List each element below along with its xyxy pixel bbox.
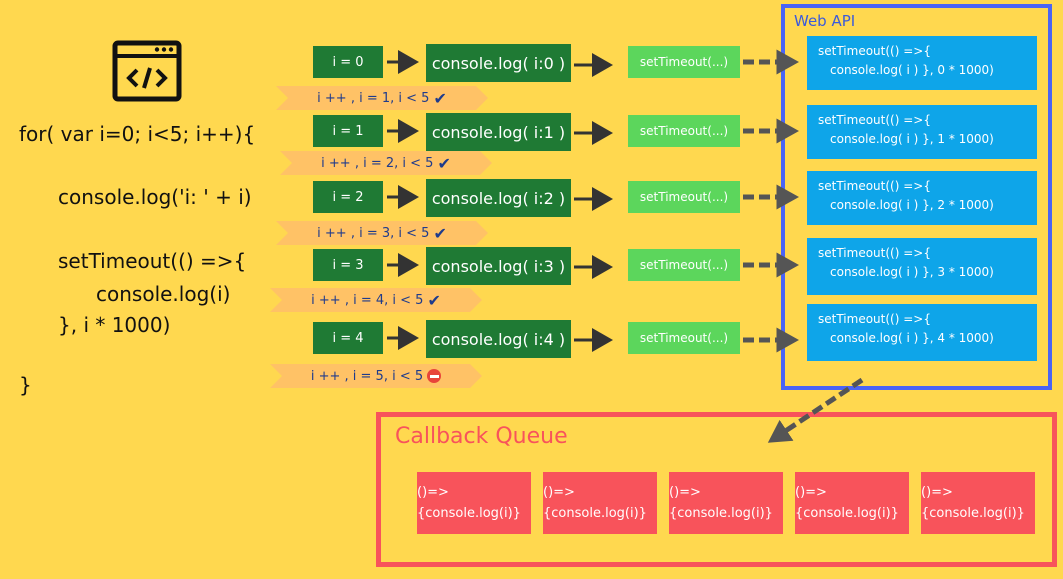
increment-ribbon: i ++ , i = 3, i < 5✔ — [276, 221, 488, 245]
callback-line-2: {console.log(i)} — [669, 506, 773, 521]
callback-line-1: ()=> — [795, 485, 827, 500]
console-log-box: console.log( i:3 ) — [426, 247, 571, 285]
iteration-box: i = 3 — [313, 249, 383, 281]
web-api-timer-box: setTimeout(() =>{ console.log( i ) }, 4 … — [807, 304, 1037, 361]
callback-line-2: {console.log(i)} — [921, 506, 1025, 521]
console-log-box: console.log( i:2 ) — [426, 179, 571, 217]
callback-line-2: {console.log(i)} — [543, 506, 647, 521]
callback-item: ()=> {console.log(i)} — [795, 472, 909, 534]
callback-item: ()=> {console.log(i)} — [669, 472, 783, 534]
web-api-timer-box: setTimeout(() =>{ console.log( i ) }, 0 … — [807, 36, 1037, 90]
web-api-title: Web API — [794, 12, 856, 30]
stop-icon — [427, 369, 442, 383]
increment-ribbon: i ++ , i = 1, i < 5✔ — [276, 86, 488, 110]
web-api-timer-box: setTimeout(() =>{ console.log( i ) }, 1 … — [807, 105, 1037, 159]
callback-line-1: ()=> — [921, 485, 953, 500]
callback-queue-panel — [376, 412, 1057, 567]
iteration-box: i = 0 — [313, 46, 383, 78]
increment-label: i ++ , i = 2, i < 5 — [321, 155, 434, 171]
increment-ribbon: i ++ , i = 2, i < 5✔ — [280, 151, 492, 175]
iteration-box: i = 1 — [313, 115, 383, 147]
settimeout-box: setTimeout(...) — [628, 249, 740, 281]
timer-line-2: console.log( i ) }, 3 * 1000) — [830, 265, 994, 279]
timer-line-2: console.log( i ) }, 0 * 1000) — [830, 63, 994, 77]
callback-item: ()=> {console.log(i)} — [417, 472, 531, 534]
timer-line-2: console.log( i ) }, 4 * 1000) — [830, 331, 994, 345]
console-log-box: console.log( i:4 ) — [426, 320, 571, 358]
check-icon: ✔ — [433, 88, 447, 108]
timer-line-1: setTimeout(() =>{ — [818, 246, 931, 260]
code-window-icon — [112, 40, 182, 102]
web-api-timer-box: setTimeout(() =>{ console.log( i ) }, 2 … — [807, 171, 1037, 225]
code-console-line: console.log('i: ' + i) — [58, 185, 252, 209]
callback-item: ()=> {console.log(i)} — [543, 472, 657, 534]
timer-line-1: setTimeout(() =>{ — [818, 44, 931, 58]
callback-line-1: ()=> — [669, 485, 701, 500]
settimeout-box: setTimeout(...) — [628, 181, 740, 213]
iteration-box: i = 4 — [313, 322, 383, 354]
callback-queue-title: Callback Queue — [395, 424, 568, 449]
settimeout-box: setTimeout(...) — [628, 46, 740, 78]
settimeout-box: setTimeout(...) — [628, 322, 740, 354]
increment-label: i ++ , i = 5, i < 5 — [310, 368, 424, 384]
settimeout-box: setTimeout(...) — [628, 115, 740, 147]
increment-ribbon: i ++ , i = 4, i < 5✔ — [270, 288, 482, 312]
iteration-box: i = 2 — [313, 181, 383, 213]
timer-line-2: console.log( i ) }, 2 * 1000) — [830, 198, 994, 212]
check-icon: ✔ — [433, 223, 447, 243]
callback-line-1: ()=> — [417, 485, 449, 500]
callback-line-2: {console.log(i)} — [795, 506, 899, 521]
code-delay-line: }, i * 1000) — [58, 313, 171, 337]
code-callback-line: console.log(i) — [96, 282, 231, 306]
web-api-timer-box: setTimeout(() =>{ console.log( i ) }, 3 … — [807, 238, 1037, 295]
increment-label: i ++ , i = 1, i < 5 — [317, 90, 430, 106]
increment-label: i ++ , i = 3, i < 5 — [317, 225, 430, 241]
callback-item: ()=> {console.log(i)} — [921, 472, 1035, 534]
timer-line-1: setTimeout(() =>{ — [818, 179, 931, 193]
timer-line-2: console.log( i ) }, 1 * 1000) — [830, 132, 994, 146]
callback-line-2: {console.log(i)} — [417, 506, 521, 521]
console-log-box: console.log( i:1 ) — [426, 113, 571, 151]
console-log-box: console.log( i:0 ) — [426, 44, 571, 82]
callback-line-1: ()=> — [543, 485, 575, 500]
increment-label: i ++ , i = 4, i < 5 — [311, 292, 424, 308]
code-for-line: for( var i=0; i<5; i++){ — [19, 122, 256, 146]
timer-line-1: setTimeout(() =>{ — [818, 312, 931, 326]
check-icon: ✔ — [427, 290, 441, 310]
increment-ribbon: i ++ , i = 5, i < 5 — [270, 364, 482, 388]
code-close-brace: } — [19, 373, 32, 397]
code-settimeout-line: setTimeout(() =>{ — [58, 249, 247, 273]
timer-line-1: setTimeout(() =>{ — [818, 113, 931, 127]
check-icon: ✔ — [437, 153, 451, 173]
